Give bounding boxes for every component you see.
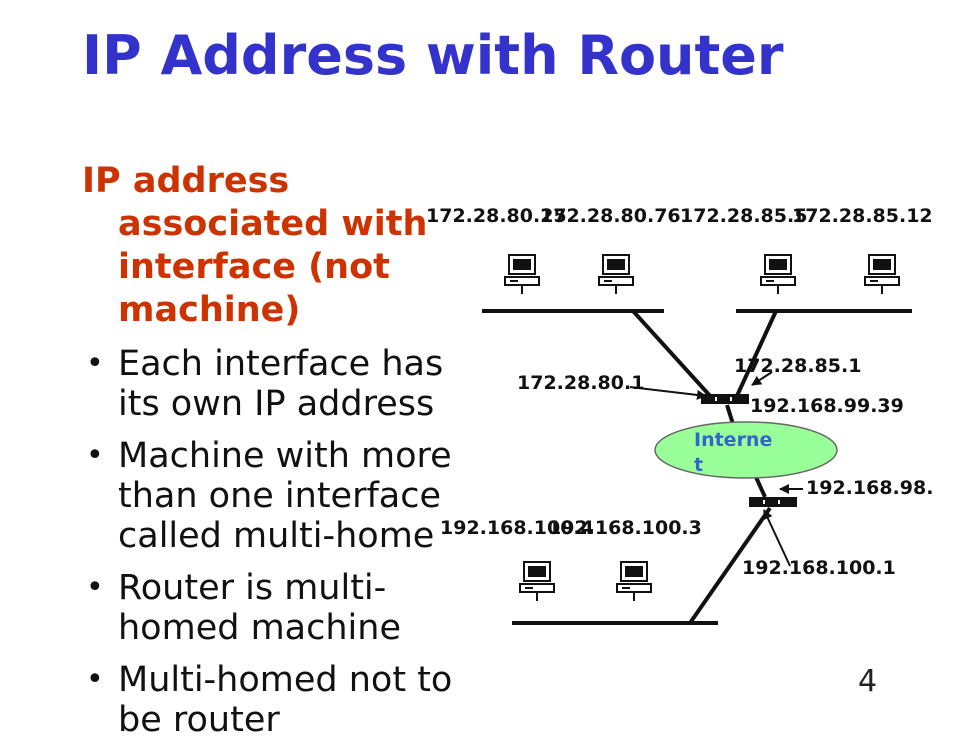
host-ip-label: 172.28.80.76 (540, 205, 681, 227)
host-computer-icon (616, 561, 652, 602)
link-lan-to-router1 (734, 310, 778, 399)
host-computer-icon (519, 561, 555, 602)
link-router1-to-internet (725, 404, 735, 425)
link-lan-to-router1 (631, 309, 714, 400)
slide-title: IP Address with Router (82, 24, 784, 87)
internet-label-line2: t (694, 454, 703, 476)
host-computer-icon (598, 254, 634, 295)
host-ip-label: 192.168.100.3 (548, 517, 702, 539)
link-router2-to-lan (688, 506, 772, 625)
network-diagram: Interne t 172.28.80.25 172.28.80.76 172.… (426, 205, 933, 625)
internet-label-line1: Interne (694, 429, 772, 451)
host-ip-label: 172.28.85.5 (680, 205, 807, 227)
router-icon (749, 497, 797, 507)
host-computer-icon (864, 254, 900, 295)
arrow-icon (751, 371, 773, 386)
internet-cloud (654, 421, 838, 479)
arrow-icon (629, 386, 707, 400)
router-interface-label: 172.28.85.1 (734, 355, 861, 377)
page-number: 4 (858, 664, 878, 699)
router-interface-label: 192.168.99.39 (750, 395, 904, 417)
bullet-item: Machine with more than one interface cal… (82, 436, 482, 556)
router-interface-label: 192.168.98. (806, 477, 933, 499)
router-interface-label: 192.168.100.1 (742, 557, 896, 579)
host-computer-icon (760, 254, 796, 295)
arrow-icon (763, 509, 791, 567)
host-ip-label: 192.168.100.4 (440, 517, 594, 539)
bullet-list: IP address associated with interface (no… (82, 160, 482, 752)
router-interface-label: 172.28.80.1 (517, 372, 644, 394)
link-internet-to-router2 (753, 474, 767, 498)
host-ip-label: 172.28.85.12 (792, 205, 933, 227)
host-computer-icon (504, 254, 540, 295)
bullet-item: Router is multi-homed machine (82, 568, 482, 648)
bullet-item: Each interface has its own IP address (82, 344, 482, 424)
host-ip-label: 172.28.80.25 (426, 205, 567, 227)
router-icon (701, 394, 749, 404)
intro-point: IP address associated with interface (no… (82, 161, 428, 330)
